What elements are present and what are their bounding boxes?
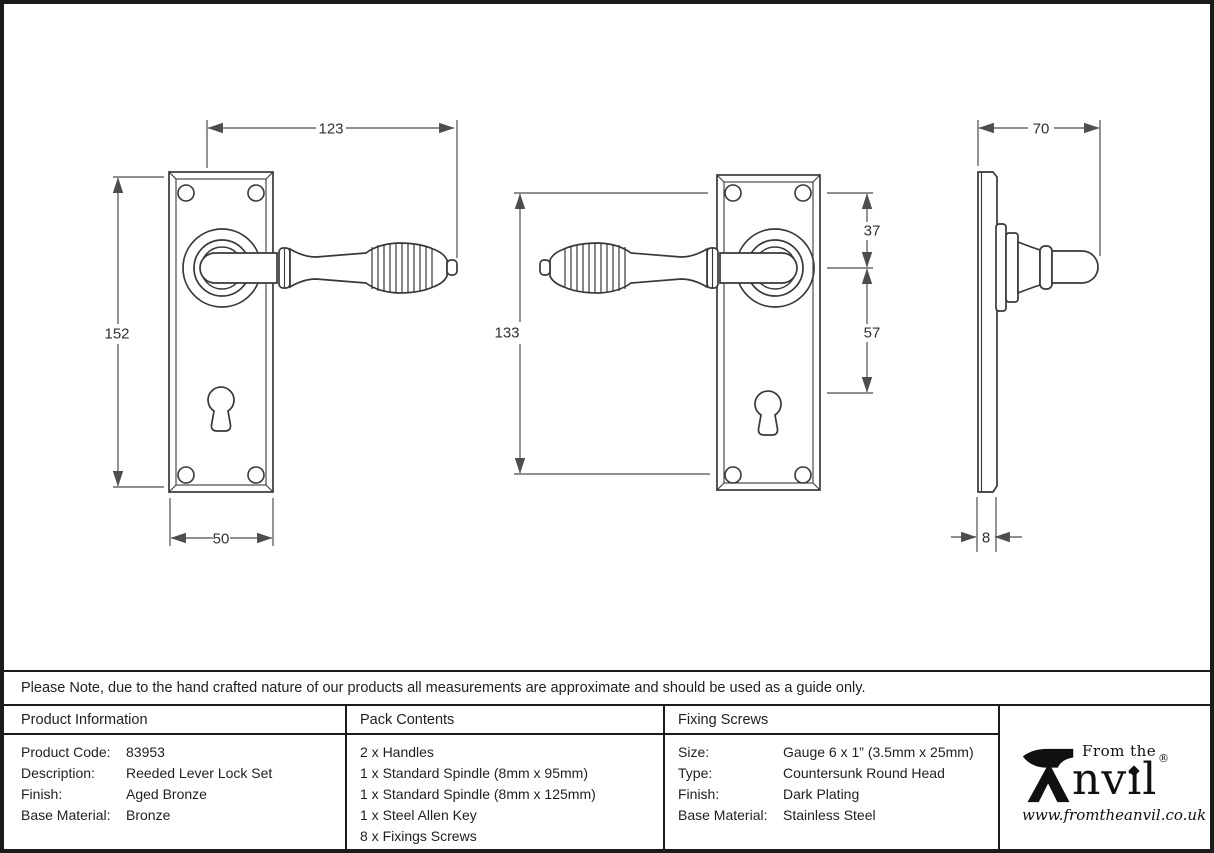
dim-plate-width: 50 xyxy=(213,531,230,548)
backplate xyxy=(168,171,274,493)
dim-screw-to-spindle: 37 xyxy=(864,223,881,240)
measurement-note-row: Please Note, due to the hand crafted nat… xyxy=(4,670,1210,706)
product-information-header: Product Information xyxy=(4,706,345,735)
row-value: Dark Plating xyxy=(783,786,860,802)
row-label: Finish: xyxy=(678,786,720,802)
row-label: Finish: xyxy=(21,786,63,802)
anvil-icon xyxy=(1022,748,1074,803)
screw-holes xyxy=(177,184,265,484)
measurement-note: Please Note, due to the hand crafted nat… xyxy=(21,680,866,696)
dim-fixing-centres: 133 xyxy=(494,325,519,342)
list-item: 1 x Standard Spindle (8mm x 125mm) xyxy=(360,786,596,802)
logo-wordmark: nvıl xyxy=(1072,754,1158,805)
logo-url: www.fromtheanvil.co.uk xyxy=(1022,806,1207,824)
logo-tagline: From the xyxy=(1082,742,1157,760)
row-value: 83953 xyxy=(126,744,165,760)
list-item: 8 x Fixings Screws xyxy=(360,828,477,844)
row-label: Base Material: xyxy=(21,807,111,823)
mirrored-view xyxy=(539,174,821,491)
row-value: Reeded Lever Lock Set xyxy=(126,765,273,781)
from-the-anvil-logo: From the nvıl ® www.fromtheanvil.co.uk xyxy=(1022,742,1207,826)
row-value: Bronze xyxy=(126,807,171,823)
row-label: Size: xyxy=(678,744,710,760)
keyhole xyxy=(207,386,235,432)
table-row: Base Material: Stainless Steel xyxy=(678,805,998,826)
side-view xyxy=(977,171,1099,493)
front-view xyxy=(168,171,458,493)
row-label: Base Material: xyxy=(678,807,768,823)
screw-holes xyxy=(724,184,812,484)
row-value: Gauge 6 x 1” (3.5mm x 25mm) xyxy=(783,744,974,760)
row-value: Countersunk Round Head xyxy=(783,765,945,781)
list-item: 2 x Handles xyxy=(360,744,434,760)
dim-plate-thickness: 8 xyxy=(982,530,990,547)
row-value: Stainless Steel xyxy=(783,807,876,823)
header-label: Product Information xyxy=(21,711,148,728)
backplate xyxy=(716,174,821,491)
list-item: 1 x Steel Allen Key xyxy=(360,807,477,823)
dim-spindle-to-keyhole: 57 xyxy=(864,325,881,342)
lever-handle xyxy=(539,242,798,294)
table-row: Description: Reeded Lever Lock Set xyxy=(21,763,345,784)
dim-lever-length: 123 xyxy=(318,121,343,138)
header-label: Fixing Screws xyxy=(678,711,769,728)
pack-contents-header: Pack Contents xyxy=(347,706,663,735)
dim-plate-height: 152 xyxy=(104,326,129,343)
backplate-side xyxy=(977,171,998,493)
product-information-column: Product Information Product Code: 83953 D… xyxy=(4,706,347,849)
brand-logo-cell: From the nvıl ® www.fromtheanvil.co.uk xyxy=(1000,706,1210,849)
list-item: 1 x Standard Spindle (8mm x 95mm) xyxy=(360,765,588,781)
technical-drawing: 152 123 50 133 37 57 70 8 xyxy=(104,120,1101,552)
table-row: Finish: Aged Bronze xyxy=(21,784,345,805)
table-row: Size: Gauge 6 x 1” (3.5mm x 25mm) xyxy=(678,742,998,763)
info-table: Product Information Product Code: 83953 D… xyxy=(4,706,1210,849)
fixing-screws-column: Fixing Screws Size: Gauge 6 x 1” (3.5mm x… xyxy=(665,706,1000,849)
table-row: Product Code: 83953 xyxy=(21,742,345,763)
keyhole xyxy=(754,390,782,436)
pack-contents-column: Pack Contents 2 x Handles 1 x Standard S… xyxy=(347,706,665,849)
lever-handle xyxy=(199,242,458,294)
reeded-ribs xyxy=(564,243,626,293)
row-label: Type: xyxy=(678,765,713,781)
header-label: Pack Contents xyxy=(360,711,455,728)
handle-side-profile xyxy=(995,223,1099,312)
dimension-lines xyxy=(112,120,1101,552)
table-row: Type: Countersunk Round Head xyxy=(678,763,998,784)
row-label: Product Code: xyxy=(21,744,111,760)
table-row: Base Material: Bronze xyxy=(21,805,345,826)
dimension-labels: 152 123 50 133 37 57 70 8 xyxy=(104,121,1049,548)
table-row: Finish: Dark Plating xyxy=(678,784,998,805)
reeded-ribs xyxy=(371,243,433,293)
dim-projection: 70 xyxy=(1033,121,1050,138)
registered-mark: ® xyxy=(1158,752,1169,765)
row-label: Description: xyxy=(21,765,95,781)
fixing-screws-header: Fixing Screws xyxy=(665,706,998,735)
row-value: Aged Bronze xyxy=(126,786,207,802)
